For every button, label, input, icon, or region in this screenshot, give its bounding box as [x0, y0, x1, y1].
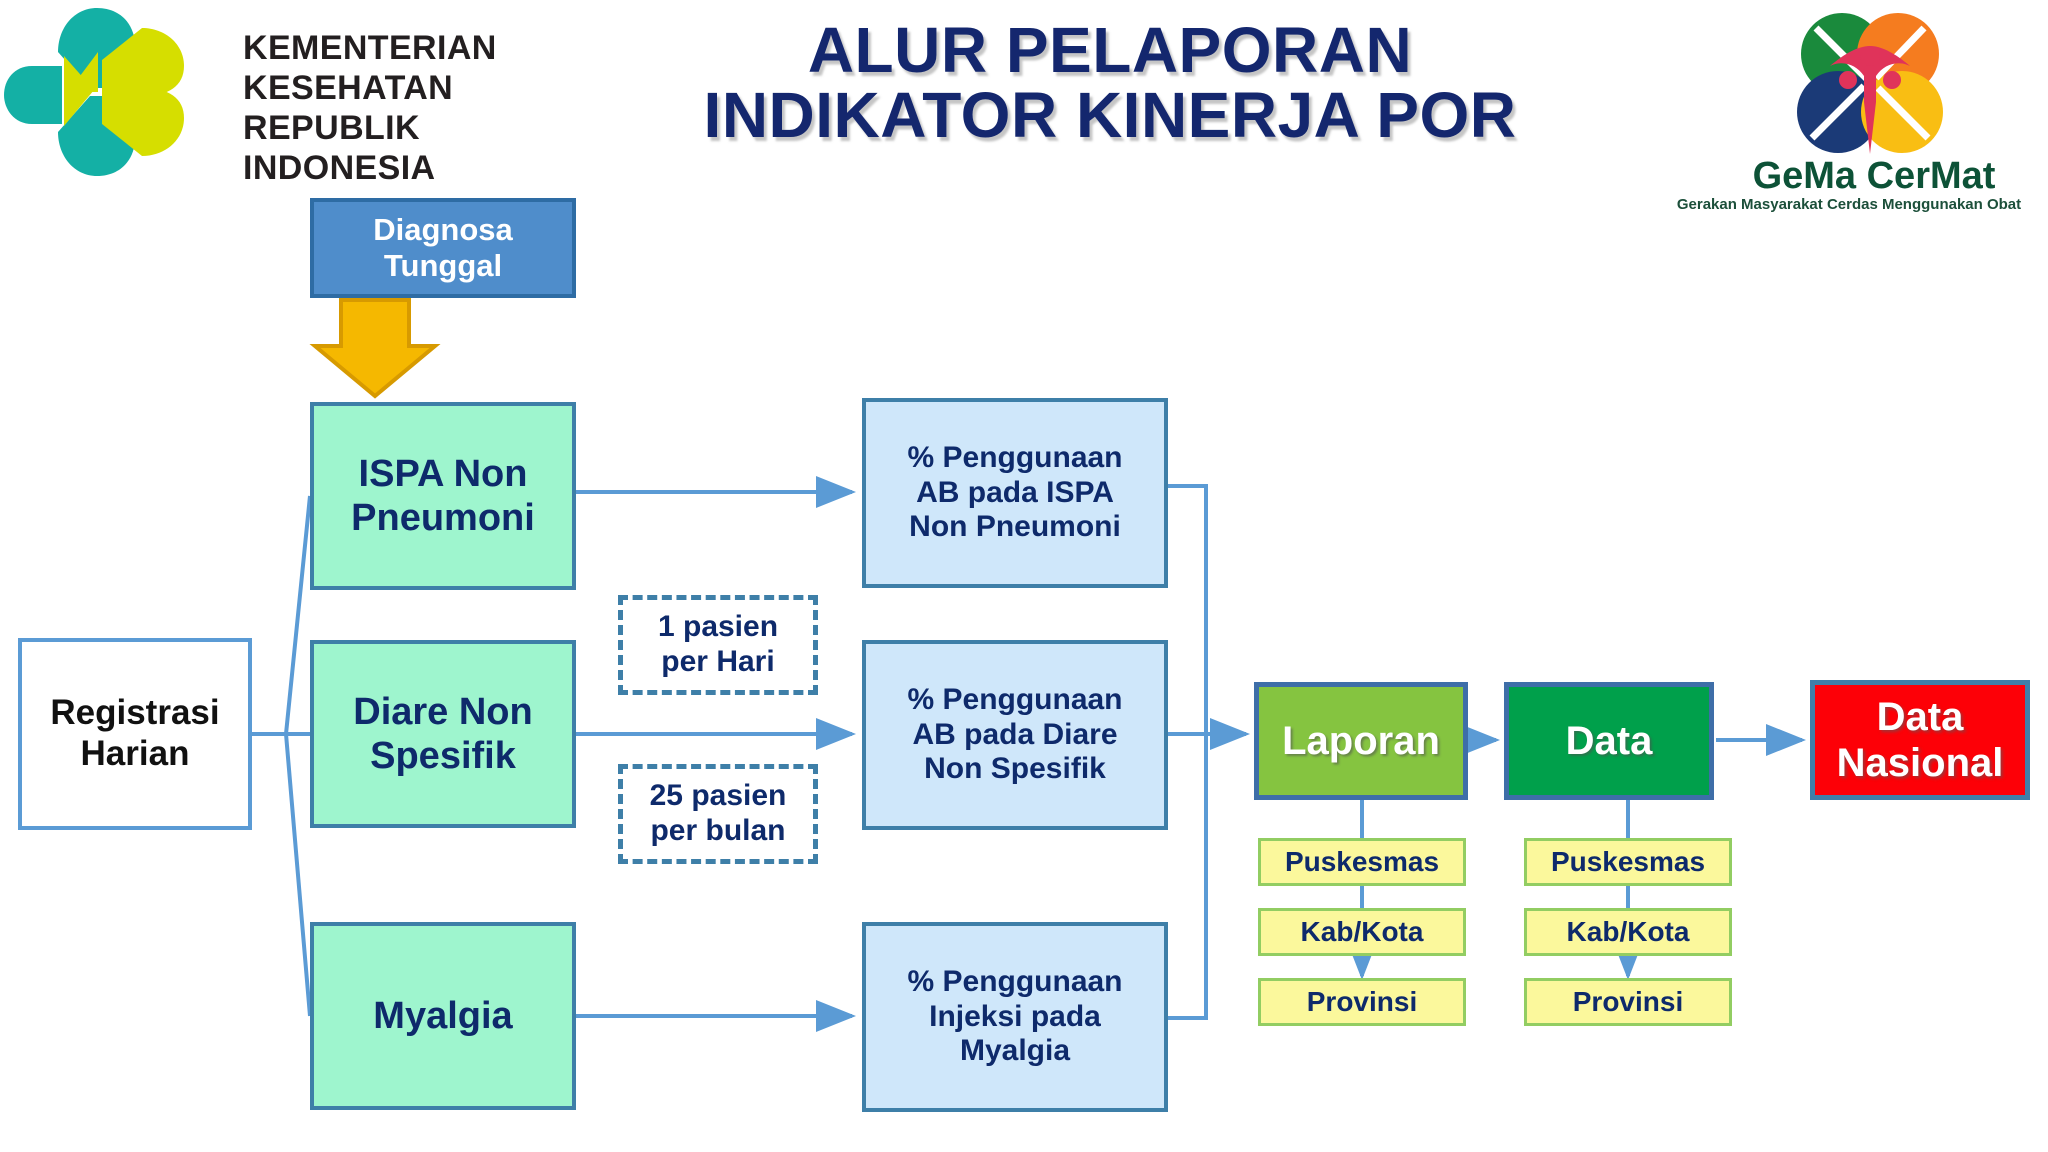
registrasi-line-2: Harian [80, 734, 190, 773]
nasional-line-1: Data [1876, 694, 1964, 739]
page-title-line-2: INDIKATOR KINERJA POR [703, 79, 1517, 152]
registrasi-line-1: Registrasi [50, 693, 220, 733]
gema-cermat-tagline: Gerakan Masyarakat Cerdas Menggunakan Ob… [1676, 196, 2022, 213]
ind-3-line-1: % Penggunaan [907, 964, 1123, 998]
diare-line-1: Diare Non [353, 690, 533, 733]
kemenkes-line-4: INDONESIA [243, 149, 436, 188]
gema-cermat-wordmark: GeMa CerMat [1752, 155, 1996, 197]
ind-1-line-1: % Penggunaan [907, 440, 1123, 474]
ind-1-line-3: Non Pneumoni [909, 510, 1121, 544]
node-ispa-non-pneumoni[interactable]: ISPA Non Pneumoni [310, 402, 576, 590]
node-data-provinsi[interactable]: Provinsi [1524, 978, 1732, 1026]
kemenkes-logo [4, 8, 184, 176]
node-laporan-puskesmas[interactable]: Puskesmas [1258, 838, 1466, 886]
node-laporan[interactable]: Laporan [1254, 682, 1468, 800]
node-laporan-provinsi[interactable]: Provinsi [1258, 978, 1466, 1026]
ind-3-line-2: Injeksi pada [929, 999, 1101, 1033]
note-2-line-1: 25 pasien [649, 779, 787, 813]
node-indicator-ab-diare[interactable]: % Penggunaan AB pada Diare Non Spesifik [862, 640, 1168, 830]
ind-3-line-3: Myalgia [959, 1034, 1071, 1068]
node-data-puskesmas[interactable]: Puskesmas [1524, 838, 1732, 886]
note-25-pasien-per-bulan: 25 pasien per bulan [618, 764, 818, 864]
node-registrasi-harian[interactable]: Registrasi Harian [18, 638, 252, 830]
ind-2-line-1: % Penggunaan [907, 682, 1123, 716]
node-laporan-kabkota[interactable]: Kab/Kota [1258, 908, 1466, 956]
note-1-line-1: 1 pasien [657, 610, 779, 644]
kemenkes-line-2: KESEHATAN [243, 69, 454, 108]
kemenkes-wordmark: KEMENTERIAN KESEHATAN REPUBLIK INDONESIA [243, 28, 497, 188]
node-data-nasional[interactable]: Data Nasional [1810, 680, 2030, 800]
page-title: ALUR PELAPORAN INDIKATOR KINERJA POR [560, 14, 1660, 152]
page-title-line-1: ALUR PELAPORAN [807, 14, 1413, 86]
node-data[interactable]: Data [1504, 682, 1714, 800]
diare-line-2: Spesifik [370, 735, 516, 777]
node-indicator-ab-ispa[interactable]: % Penggunaan AB pada ISPA Non Pneumoni [862, 398, 1168, 588]
kemenkes-line-3: REPUBLIK [243, 109, 420, 148]
node-data-kabkota[interactable]: Kab/Kota [1524, 908, 1732, 956]
note-1-pasien-per-hari: 1 pasien per Hari [618, 595, 818, 695]
ind-1-line-2: AB pada ISPA [916, 475, 1114, 509]
ispa-line-2: Pneumoni [351, 497, 535, 539]
node-diare-non-spesifik[interactable]: Diare Non Spesifik [310, 640, 576, 828]
diagnosa-line-1: Diagnosa [373, 212, 513, 248]
myalgia-line-1: Myalgia [373, 994, 513, 1037]
nasional-line-2: Nasional [1836, 741, 2004, 785]
ind-2-line-2: AB pada Diare [912, 717, 1118, 751]
ispa-line-1: ISPA Non [358, 452, 528, 495]
arrow-down-icon [309, 298, 441, 399]
note-2-line-2: per bulan [650, 814, 786, 847]
node-indicator-injeksi-myalgia[interactable]: % Penggunaan Injeksi pada Myalgia [862, 922, 1168, 1112]
node-diagnosa-tunggal[interactable]: Diagnosa Tunggal [310, 198, 576, 298]
kemenkes-line-1: KEMENTERIAN [243, 29, 497, 67]
gema-cermat-logo [1797, 13, 1943, 154]
ind-2-line-3: Non Spesifik [924, 752, 1106, 786]
diagnosa-line-2: Tunggal [383, 248, 503, 283]
node-myalgia[interactable]: Myalgia [310, 922, 576, 1110]
note-1-line-2: per Hari [661, 645, 775, 678]
